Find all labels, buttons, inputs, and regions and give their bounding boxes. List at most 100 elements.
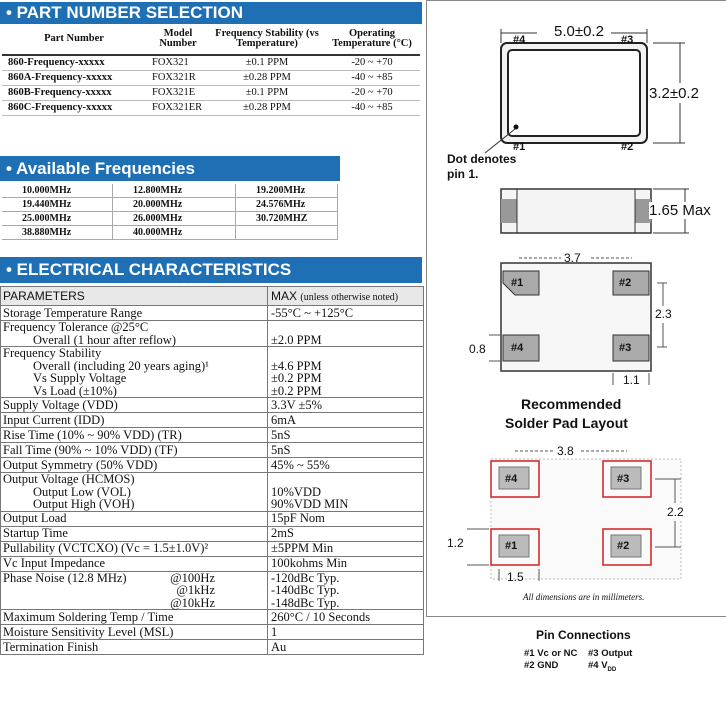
pn-label: Phase Noise (12.8 MHz) (3, 570, 127, 585)
param-label: Input Current (IDD) (0, 412, 268, 428)
pin-connection-3: #3 Output (588, 648, 633, 659)
param-label: Output Symmetry (50% VDD) (0, 457, 268, 473)
cell: -40 ~ +85 (324, 70, 420, 86)
part-number-table: Part Number Model Number Frequency Stabi… (2, 24, 420, 116)
stab-sub2: Vs Supply Voltage (33, 371, 127, 385)
col-operating-temperature: Operating Temperature (°C) (324, 24, 420, 56)
frequencies-banner: • Available Frequencies (0, 156, 340, 181)
package-bottom-view (489, 257, 667, 385)
pad-dim-38: 3.8 (557, 444, 574, 458)
param-label: Maximum Soldering Temp / Time (0, 609, 268, 625)
pad-dim-22: 2.2 (667, 505, 684, 519)
table-row: Rise Time (10% ~ 90% VDD) (TR)5nS (0, 427, 424, 443)
param-value: 5nS (267, 427, 424, 443)
table-row: 860-Frequency-xxxxx FOX321 ±0.1 PPM -20 … (2, 55, 420, 71)
param-label: Phase Noise (12.8 MHz)@100Hz @1kHz @10kH… (0, 570, 268, 610)
cell: 20.000MHz (112, 197, 236, 212)
bottom-pin3: #3 (619, 342, 632, 354)
outv-val1: 10%VDD (271, 484, 321, 499)
pin3-label: #3 (621, 34, 634, 46)
cell: 24.576MHz (235, 197, 338, 212)
cell: -20 ~ +70 (324, 55, 420, 71)
table-row: 860B-Frequency-xxxxx FOX321E ±0.1 PPM -2… (2, 85, 420, 101)
table-row: 860C-Frequency-xxxxx FOX321ER ±0.28 PPM … (2, 100, 420, 116)
stab-label: Frequency Stability (3, 346, 102, 360)
cell: 25.000MHz (2, 211, 113, 226)
pad-pin4: #4 (505, 473, 518, 485)
cell: ±0.28 PPM (210, 100, 324, 116)
table-row: 25.000MHz 26.000MHz 30.720MHZ (2, 211, 338, 226)
cell (235, 225, 338, 240)
param-value: ±4.6 PPM ±0.2 PPM ±0.2 PPM (267, 346, 424, 398)
cell: 26.000MHz (112, 211, 236, 226)
param-value: 15pF Nom (267, 510, 424, 527)
pad-dim-08: 0.8 (469, 342, 486, 356)
cell: -40 ~ +85 (324, 100, 420, 116)
width-dim: 5.0±0.2 (554, 23, 604, 40)
param-label: Storage Temperature Range (0, 305, 268, 321)
outv-label: Output Voltage (HCMOS) (3, 472, 135, 486)
table-header-row: Part Number Model Number Frequency Stabi… (2, 24, 420, 56)
pin-connection-2: #2 GND (524, 660, 559, 671)
table-row: 38.880MHz 40.000MHz (2, 225, 338, 240)
pad-pin1: #1 (505, 540, 518, 552)
pn-f3: @10kHz (170, 595, 215, 610)
pin1-label: #1 (513, 141, 526, 153)
table-row: Moisture Sensitivity Level (MSL)1 (0, 624, 424, 640)
cell: 10.000MHz (2, 184, 113, 198)
param-label: Frequency Stability Overall (including 2… (0, 346, 268, 398)
outv-sub2: Output High (VOH) (33, 497, 135, 511)
thickness-dim: 1.65 Max (649, 202, 711, 219)
outv-sub1: Output Low (VOL) (33, 484, 131, 499)
param-value: 260°C / 10 Seconds (267, 609, 424, 625)
cell: 19.440MHz (2, 197, 113, 212)
pad-dim-11: 1.1 (623, 373, 640, 387)
param-value: 100kohms Min (267, 555, 424, 572)
table-row: Frequency Tolerance @25°C Overall (1 hou… (0, 320, 424, 347)
max-label: MAX (271, 288, 298, 303)
pad-pin3: #3 (617, 473, 630, 485)
param-value: -120dBc Typ. -140dBc Typ. -148dBc Typ. (267, 570, 424, 610)
cell: 38.880MHz (2, 225, 113, 240)
pad-dim-23: 2.3 (655, 307, 672, 321)
param-label: Pullability (VCTCXO) (Vc = 1.5±1.0V)² (0, 540, 268, 557)
cell: ±0.1 PPM (210, 85, 324, 101)
param-value: 45% ~ 55% (267, 457, 424, 473)
cell: 860B-Frequency-xxxxx (2, 85, 146, 101)
pin1-note-2: pin 1. (447, 167, 479, 181)
cell: 19.200MHz (235, 184, 338, 198)
param-value: 5nS (267, 442, 424, 458)
part-number-banner: • PART NUMBER SELECTION (0, 2, 422, 24)
col-parameters: PARAMETERS (0, 286, 268, 306)
solder-pad-label: Solder Pad Layout (505, 415, 628, 431)
pad-dim-37: 3.7 (564, 251, 581, 265)
table-row: Output Symmetry (50% VDD)45% ~ 55% (0, 457, 424, 473)
col-part-number: Part Number (2, 24, 146, 56)
solder-pad-layout (467, 450, 682, 581)
param-value: Au (267, 639, 424, 655)
cell: FOX321ER (146, 100, 210, 116)
pn-line1: Phase Noise (12.8 MHz)@100Hz (3, 570, 265, 585)
max-note: (unless otherwise noted) (300, 291, 399, 303)
pn-v3: -148dBc Typ. (271, 595, 340, 610)
table-row: 860A-Frequency-xxxxx FOX321R ±0.28 PPM -… (2, 70, 420, 86)
tol-label: Frequency Tolerance @25°C (3, 320, 149, 334)
param-value: ±2.0 PPM (267, 320, 424, 347)
param-label: Supply Voltage (VDD) (0, 397, 268, 413)
height-dim: 3.2±0.2 (649, 85, 699, 102)
pn-f2: @1kHz (176, 583, 215, 597)
cell: 860-Frequency-xxxxx (2, 55, 146, 71)
pin-connection-1: #1 Vc or NC (524, 648, 578, 659)
frequencies-table: 10.000MHz 12.800MHz 19.200MHz 19.440MHz … (2, 184, 338, 240)
param-label: Fall Time (90% ~ 10% VDD) (TF) (0, 442, 268, 458)
recommended-label: Recommended (521, 396, 622, 412)
mechanical-drawing-panel: 5.0±0.2 #4 #3 3.2±0.2 #1 #2 Dot denotes … (426, 0, 726, 617)
pin2-label: #2 (621, 141, 634, 153)
table-row: Frequency Stability Overall (including 2… (0, 346, 424, 398)
part-number-title: • PART NUMBER SELECTION (6, 3, 244, 22)
pad-dim-12: 1.2 (447, 536, 464, 550)
param-label: Rise Time (10% ~ 90% VDD) (TR) (0, 427, 268, 443)
table-row: Input Current (IDD)6mA (0, 412, 424, 428)
